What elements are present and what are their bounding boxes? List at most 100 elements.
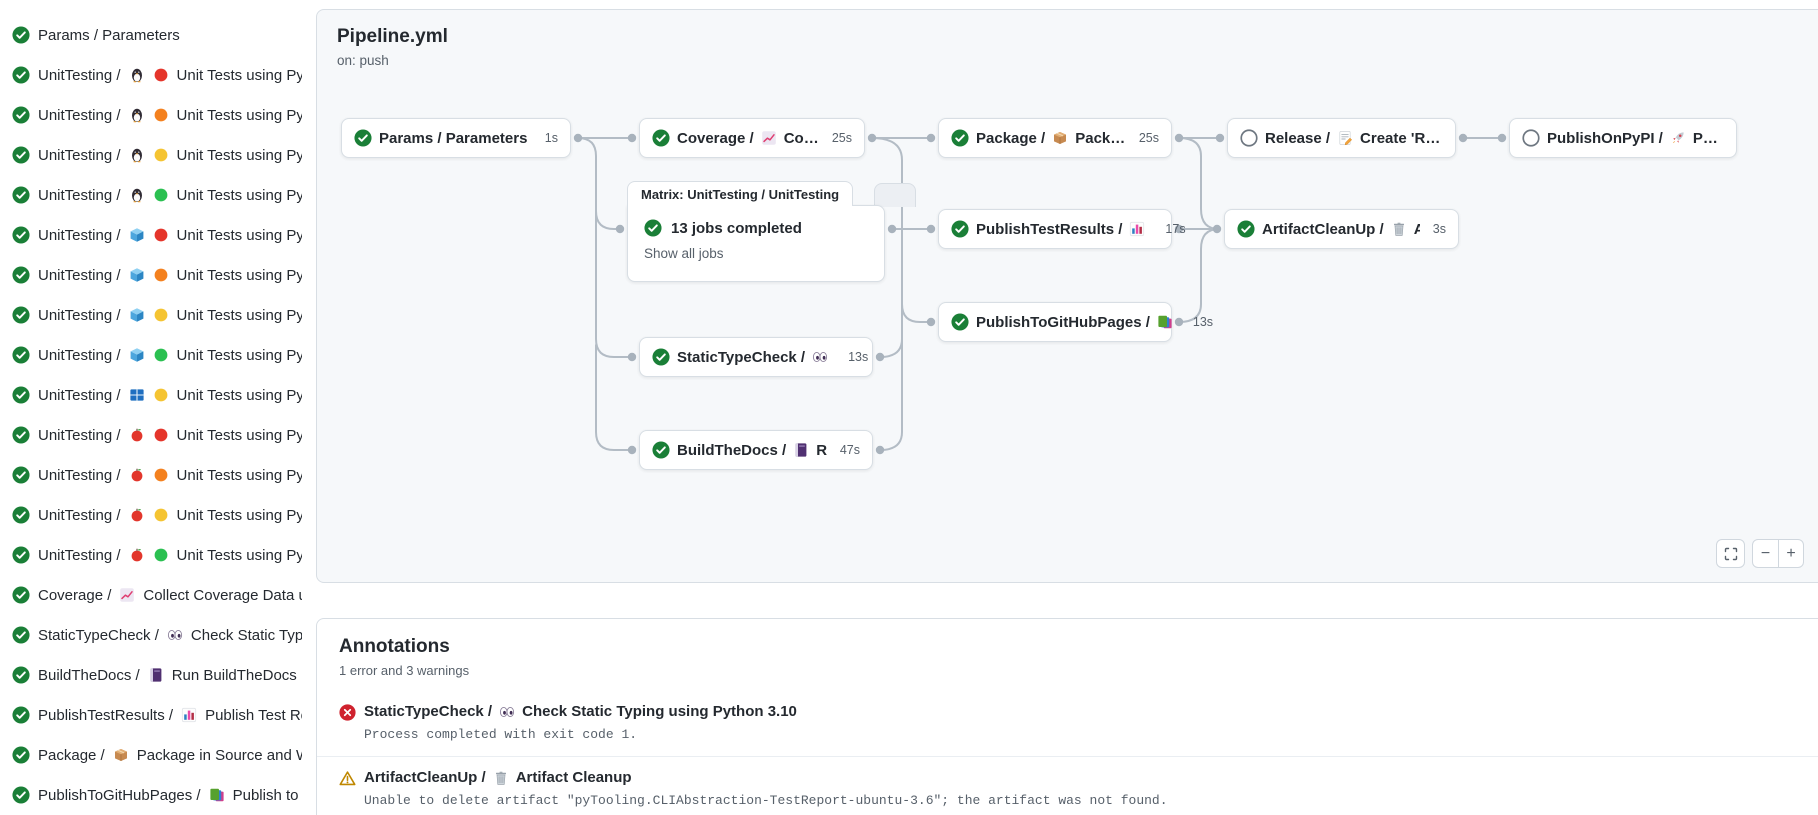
annotation-job-link[interactable]: ArtifactCleanUp /Artifact Cleanup <box>364 769 632 786</box>
workflow-file-name: Pipeline.yml <box>337 26 448 47</box>
red-dot-icon <box>153 427 169 443</box>
sidebar-job-item[interactable]: UnitTesting /Unit Tests using Pyth... <box>0 415 302 455</box>
check-circle-icon <box>12 666 30 684</box>
graph-node-publishonpypi[interactable]: PublishOnPyPI /Publish to ... <box>1509 118 1737 158</box>
apple-icon <box>129 507 145 523</box>
port-dot <box>875 352 885 362</box>
graph-node-buildthedocs[interactable]: BuildTheDocs /Run Buil...47s <box>639 430 873 470</box>
job-label: BuildTheDocs / <box>38 666 140 684</box>
fullscreen-button[interactable] <box>1716 539 1745 568</box>
sidebar-job-item[interactable]: UnitTesting /Unit Tests using Pyth... <box>0 295 302 335</box>
layers-icon <box>209 787 225 803</box>
eyes-icon <box>499 704 515 720</box>
sidebar-job-item[interactable]: Params / Parameters <box>0 15 302 55</box>
port-dot <box>867 133 877 143</box>
workflow-graph-panel[interactable]: Pipeline.yml on: push Params / Parameter… <box>316 9 1818 583</box>
graph-node-statictypecheck[interactable]: StaticTypeCheck /Chec...13s <box>639 337 873 377</box>
penguin-icon <box>129 107 145 123</box>
check-circle-icon <box>12 786 30 804</box>
annotation-row-error: StaticTypeCheck /Check Static Typing usi… <box>317 691 1818 757</box>
check-circle-icon <box>12 66 30 84</box>
job-label: PublishToGitHubPages / <box>38 786 201 804</box>
job-label: Coverage / <box>38 586 112 604</box>
annotation-message: Process completed with exit code 1. <box>364 727 638 742</box>
graph-node-publishtestresults[interactable]: PublishTestResults /Pu...17s <box>938 209 1186 249</box>
book-icon <box>793 442 809 458</box>
check-circle-icon <box>951 313 969 331</box>
check-circle-icon <box>644 219 662 237</box>
check-circle-icon <box>354 129 372 147</box>
port-dot <box>615 224 625 234</box>
job-name: Unit Tests using Pyth... <box>176 346 302 364</box>
job-name: Collect Coverage Data usi... <box>143 586 302 604</box>
port-dot <box>1174 224 1184 234</box>
sidebar-job-item[interactable]: UnitTesting / Unit Tests using Pyth... <box>0 55 302 95</box>
check-circle-icon <box>951 220 969 238</box>
sidebar-job-item[interactable]: UnitTesting /Unit Tests using Pyth... <box>0 175 302 215</box>
penguin-icon <box>129 147 145 163</box>
eyes-icon <box>167 627 183 643</box>
node-label: PublishToGitHubPages / <box>976 313 1150 331</box>
job-name: Unit Tests using Pyth... <box>176 146 302 164</box>
graph-controls: − + <box>1716 539 1804 568</box>
port-dot <box>1174 317 1184 327</box>
port-dot <box>1497 133 1507 143</box>
zoom-control: − + <box>1752 539 1804 568</box>
job-duration: 3s <box>1432 222 1446 236</box>
job-label: PublishTestResults / <box>38 706 174 724</box>
check-circle-icon <box>1237 220 1255 238</box>
zoom-out-button[interactable]: − <box>1760 545 1771 562</box>
graph-node-artifactcleanup[interactable]: ArtifactCleanUp /Artifac...3s <box>1224 209 1459 249</box>
sidebar-job-item[interactable]: UnitTesting /Unit Tests using Pyth... <box>0 255 302 295</box>
sidebar-job-item[interactable]: PublishToGitHubPages /Publish to G... <box>0 775 302 815</box>
sidebar-job-item[interactable]: BuildTheDocs / Run BuildTheDocs <box>0 655 302 695</box>
apple-icon <box>129 427 145 443</box>
sidebar-job-item[interactable]: UnitTesting /Unit Tests using Pyth... <box>0 215 302 255</box>
sidebar-job-item[interactable]: UnitTesting /Unit Tests using Pyth... <box>0 495 302 535</box>
annotations-panel: Annotations 1 error and 3 warnings Stati… <box>316 618 1818 815</box>
sidebar-job-item[interactable]: Coverage / Collect Coverage Data usi... <box>0 575 302 615</box>
job-name: Unit Tests using Pyth... <box>176 66 302 84</box>
job-name: Unit Tests using Pyth... <box>176 546 302 564</box>
job-name: Check Static Typing... <box>190 626 302 644</box>
check-circle-icon <box>652 441 670 459</box>
edge-statictypecheck-to-publishtogithubpages <box>879 303 903 358</box>
zoom-in-button[interactable]: + <box>1777 540 1803 567</box>
graph-node-coverage[interactable]: Coverage /Collect Cove...25s <box>639 118 865 158</box>
graph-node-release[interactable]: Release /Create 'Release P... <box>1227 118 1456 158</box>
edge-buildthedocs-to-publishtogithubpages <box>879 303 903 451</box>
sidebar-job-item[interactable]: UnitTesting /Unit Tests using Pyth... <box>0 95 302 135</box>
bar-chart-icon <box>181 707 197 723</box>
orange-dot-icon <box>153 107 169 123</box>
sidebar-job-item[interactable]: Package /Package in Source and Wh... <box>0 735 302 775</box>
annotations-summary: 1 error and 3 warnings <box>339 663 470 678</box>
job-name: Unit Tests using Pyth... <box>176 266 302 284</box>
job-label: Params / Parameters <box>38 26 180 44</box>
sidebar-job-item[interactable]: UnitTesting /Unit Tests using Pyth... <box>0 135 302 175</box>
job-name: Run BuildTheDocs <box>171 666 297 684</box>
sidebar-job-item[interactable]: UnitTesting /Unit Tests using Pyth... <box>0 335 302 375</box>
sidebar-job-item[interactable]: UnitTesting /Unit Tests using Pyth... <box>0 455 302 495</box>
check-circle-icon <box>12 386 30 404</box>
job-label: UnitTesting / <box>38 66 121 84</box>
annotation-job-link[interactable]: StaticTypeCheck /Check Static Typing usi… <box>364 703 797 720</box>
node-name: Publish to ... <box>1692 129 1724 147</box>
orange-dot-icon <box>153 467 169 483</box>
node-name: Package in So... <box>1075 129 1126 147</box>
show-all-jobs-link[interactable]: Show all jobs <box>644 246 724 261</box>
node-label: Coverage / <box>677 129 754 147</box>
sidebar-job-item[interactable]: StaticTypeCheck /Check Static Typing... <box>0 615 302 655</box>
sidebar-job-item[interactable]: PublishTestResults /Publish Test Resu... <box>0 695 302 735</box>
job-duration: 25s <box>1138 131 1159 145</box>
node-name: Artifac... <box>1414 221 1420 238</box>
graph-node-package[interactable]: Package /Package in So...25s <box>938 118 1172 158</box>
check-circle-icon <box>12 586 30 604</box>
chart-increasing-icon <box>119 587 135 603</box>
sidebar-job-item[interactable]: UnitTesting /Unit Tests using Pyth... <box>0 375 302 415</box>
edge-package-to-artifactcleanup <box>1178 137 1220 230</box>
sidebar-job-item[interactable]: UnitTesting /Unit Tests using Pyth... <box>0 535 302 575</box>
graph-node-publishtogithubpages[interactable]: PublishToGitHubPages /...13s <box>938 302 1213 342</box>
node-name: Collect Cove... <box>783 129 819 147</box>
